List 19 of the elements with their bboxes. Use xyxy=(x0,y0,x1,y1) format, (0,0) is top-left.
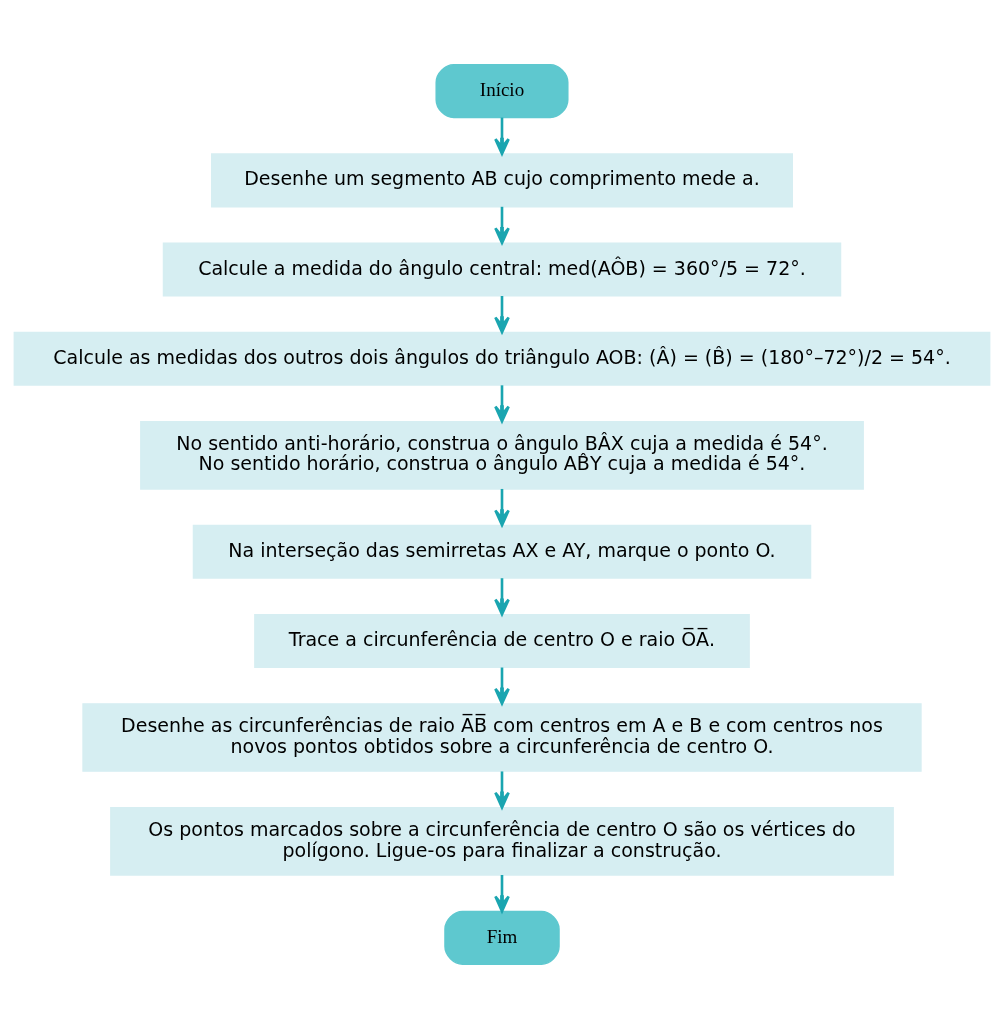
arrow xyxy=(494,295,510,333)
arrow xyxy=(494,577,510,616)
node-box: Desenhe um segmento AB cujo comprimento mede a. xyxy=(211,152,793,207)
node-box: Os pontos marcados sobre a circunferência de centro O são os vértices do polígono. Ligue-os para finalizar a construção. xyxy=(110,806,894,876)
arrow xyxy=(494,206,510,244)
arrow xyxy=(494,874,510,912)
node-box: Trace a circunferência de centro O e raio O̅A̅. xyxy=(254,613,750,668)
arrow xyxy=(494,488,510,526)
node-box: Calcule as medidas dos outros dois ângulos do triângulo AOB: (Â) = (B̂) = (180°–72°)/2 = 54°. xyxy=(13,331,991,386)
node-box: Fim xyxy=(444,910,560,965)
node-box: No sentido anti-horário, construa o ângulo BÂX cuja a medida é 54°. No sentido horário, construa o ângulo AB̂Y cuja a medida é 54°. xyxy=(140,420,864,490)
node-box: Desenhe as circunferências de raio A̅B̅ com centros em A e B e com centros nos novos pontos obtidos sobre a circunferência de centro O. xyxy=(82,702,922,772)
arrow xyxy=(494,384,510,423)
node-box: Início xyxy=(435,63,569,118)
arrow xyxy=(494,667,510,705)
node-box: Na interseção das semirretas AX e AY, marque o ponto O. xyxy=(192,524,812,579)
arrow xyxy=(494,117,510,155)
arrow xyxy=(494,770,510,809)
node-box: Calcule a medida do ângulo central: med(AÔB) = 360°/5 = 72°. xyxy=(162,242,842,297)
